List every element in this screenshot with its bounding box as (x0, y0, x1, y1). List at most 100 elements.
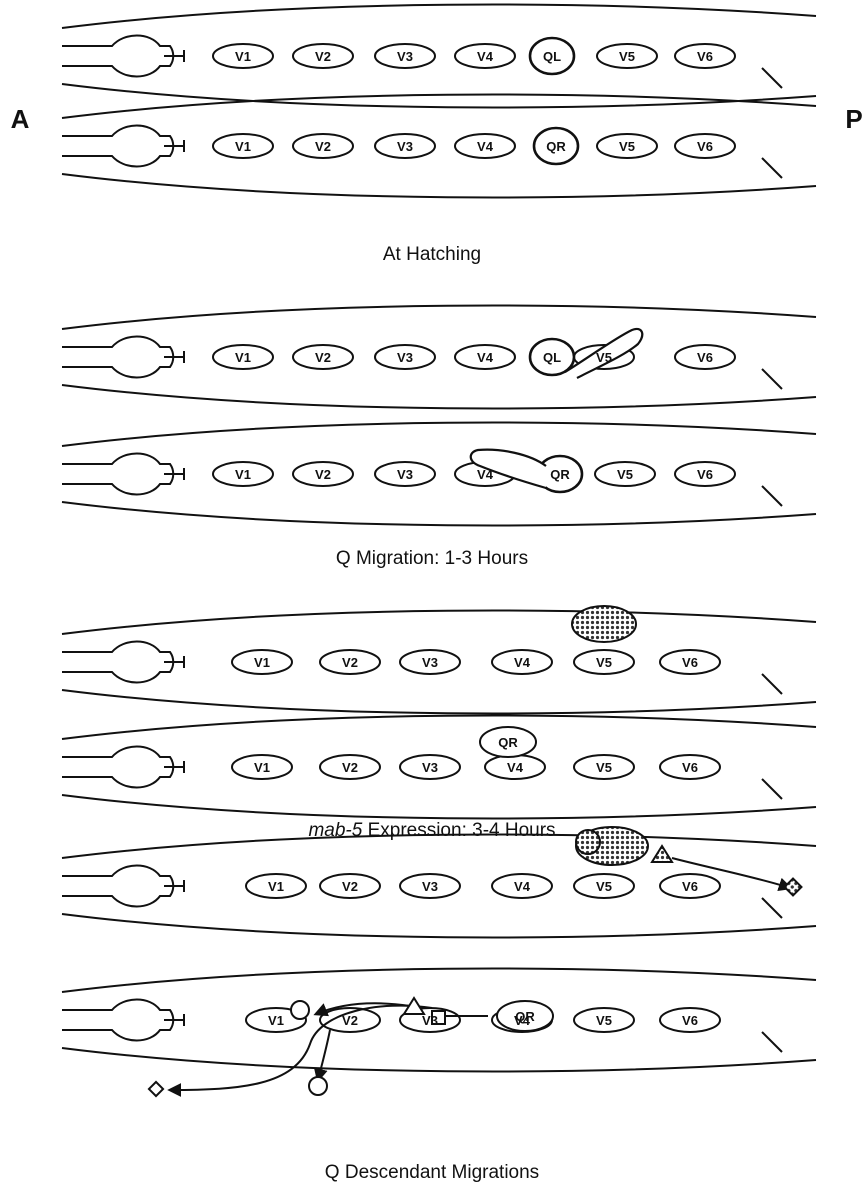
q-neuroblast-label: QR (550, 467, 570, 482)
cuticle-dorsal (62, 969, 816, 992)
seam-cell-label: V3 (422, 760, 438, 775)
worm-bodies (62, 5, 816, 1072)
q-neuroblast-label: QL (543, 49, 561, 64)
caption-at-hatching: At Hatching (383, 244, 481, 265)
seam-cell-label: V2 (315, 350, 331, 365)
seam-cell-label: V3 (422, 879, 438, 894)
cuticle-ventral (62, 174, 816, 197)
seam-cell-label: V6 (697, 467, 713, 482)
seam-cell-label: V4 (477, 49, 494, 64)
caption-descendant-migrations: Q Descendant Migrations (325, 1162, 539, 1183)
seam-cell-label: V2 (342, 1013, 358, 1028)
cuticle-dorsal (62, 423, 816, 446)
seam-cell-label: V2 (315, 139, 331, 154)
seam-cell-label: V6 (697, 139, 713, 154)
cuticle-dorsal (62, 716, 816, 739)
worm-body (62, 716, 816, 819)
pharynx (62, 454, 173, 495)
seam-cell-label: V5 (619, 49, 635, 64)
seam-cell-label: V6 (682, 1013, 698, 1028)
seam-cell-label: V2 (342, 879, 358, 894)
qr-descendant-circle-lower (309, 1077, 327, 1095)
pharynx (62, 36, 173, 77)
anus (762, 486, 782, 506)
anus (762, 674, 782, 694)
cuticle-ventral (62, 1048, 816, 1071)
cuticle-ventral (62, 795, 816, 818)
seam-cell-label: V1 (235, 139, 251, 154)
seam-cell-label: V1 (235, 467, 251, 482)
seam-cell-label: V4 (477, 350, 494, 365)
seam-cell-label: V3 (397, 139, 413, 154)
cuticle-ventral (62, 502, 816, 525)
anus (762, 779, 782, 799)
anus (762, 158, 782, 178)
mab5-gene-name: mab-5 (308, 820, 362, 841)
worm-body (62, 835, 816, 938)
seam-cell-label: V6 (697, 350, 713, 365)
seam-cell-label: V3 (397, 350, 413, 365)
q-neuroblast-label: QR (498, 735, 518, 750)
seam-cell-label: V2 (342, 655, 358, 670)
ql-descendant-circle (576, 830, 600, 854)
anus (762, 898, 782, 918)
seam-cell-label: V5 (619, 139, 635, 154)
pharynx (62, 126, 173, 167)
seam-cell-label: V3 (397, 49, 413, 64)
pharynx (62, 1000, 173, 1041)
cuticle-dorsal (62, 611, 816, 634)
seam-cell-label: V5 (596, 1013, 612, 1028)
seam-cell-label: V2 (315, 467, 331, 482)
anus (762, 369, 782, 389)
anus (762, 1032, 782, 1052)
mab5-caption-rest: Expression: 3-4 Hours (362, 820, 555, 841)
seam-cell-label: V5 (596, 655, 612, 670)
qr-descendant-diamond (149, 1082, 163, 1096)
seam-cell-label: V3 (422, 1013, 438, 1028)
seam-cell-label: V5 (596, 879, 612, 894)
seam-cell-label: V1 (235, 49, 251, 64)
anterior-label: A (11, 104, 30, 134)
seam-cell-label: V5 (617, 467, 633, 482)
pharynx (62, 747, 173, 788)
seam-cell-label: V3 (422, 655, 438, 670)
worm-body (62, 611, 816, 714)
q-neuroblast-label: QR (546, 139, 566, 154)
seam-cell-label: V6 (682, 879, 698, 894)
seam-cell-label: V2 (315, 49, 331, 64)
seam-cell-label: V1 (235, 350, 251, 365)
seam-cell-label: V4 (514, 655, 531, 670)
caption-mab5-expression: mab-5 Expression: 3-4 Hours (308, 820, 555, 841)
pharynx (62, 337, 173, 378)
qr-descendant-circle-upper (291, 1001, 309, 1019)
seam-cell-label: V4 (514, 879, 531, 894)
seam-cell-label: V5 (596, 760, 612, 775)
caption-q-migration: Q Migration: 1-3 Hours (336, 548, 528, 569)
ql-mab5-expressing-cell (572, 606, 636, 642)
cuticle-ventral (62, 385, 816, 408)
seam-cell-label: V6 (682, 760, 698, 775)
seam-cell-label: V2 (342, 760, 358, 775)
q-neuroblast-label: QL (543, 350, 561, 365)
seam-cell-label: V4 (477, 139, 494, 154)
seam-cell-label: V1 (254, 655, 270, 670)
seam-cell-label: V4 (477, 467, 494, 482)
seam-cell-label: V6 (682, 655, 698, 670)
seam-cell-label: V1 (268, 879, 284, 894)
seam-cell-label: V3 (397, 467, 413, 482)
cuticle-dorsal (62, 306, 816, 329)
qr-descendant-lower-path (318, 1030, 330, 1080)
pharynx (62, 866, 173, 907)
seam-cell-label: V6 (697, 49, 713, 64)
seam-cell-label: V1 (268, 1013, 284, 1028)
pharynx (62, 642, 173, 683)
anus (762, 68, 782, 88)
ql-descendant-triangle (652, 846, 672, 862)
cuticle-ventral (62, 690, 816, 713)
posterior-label: P (845, 104, 862, 134)
seam-cell-label: V1 (254, 760, 270, 775)
cuticle-ventral (62, 914, 816, 937)
cuticle-dorsal (62, 5, 816, 28)
q-neuroblast-label: QR (515, 1009, 535, 1024)
